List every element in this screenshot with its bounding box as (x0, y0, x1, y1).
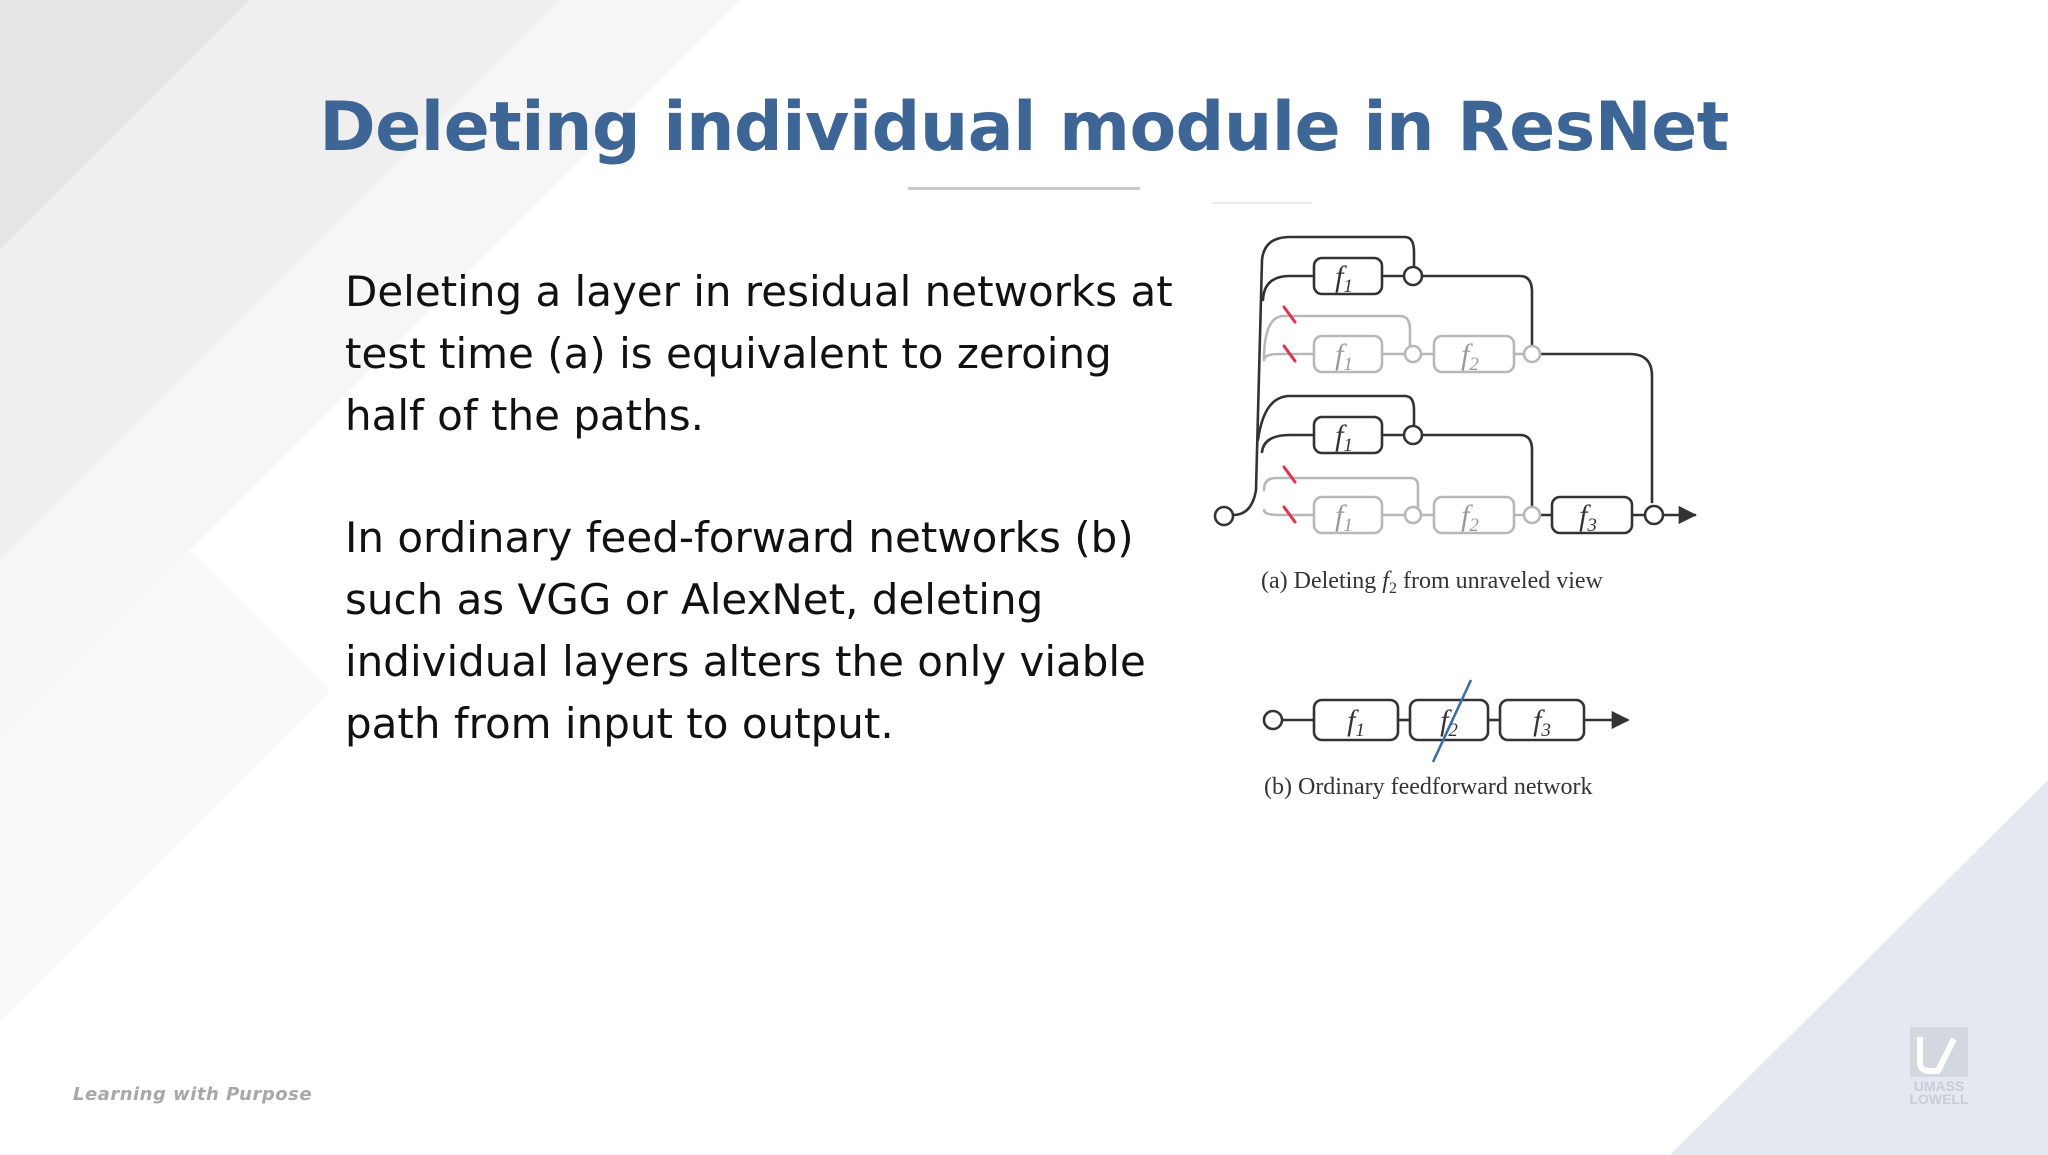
umass-lowell-logo: UMASS LOWELL (1909, 1027, 1969, 1105)
caption-b: (b) Ordinary feedforward network (1264, 774, 1593, 800)
resnet-unraveled-figure: f1 f1 f2 f1 f1 f2 f3 (a) Deleting f2 fro… (1213, 235, 1697, 800)
sum-node-faded (1522, 505, 1542, 525)
sum-node (1402, 265, 1424, 287)
paragraph-feedforward: In ordinary feed-forward networks (b) su… (345, 513, 1146, 748)
footer-tagline: Learning with Purpose (73, 1084, 313, 1105)
ff-f2-box (1408, 698, 1490, 742)
module-f1-box-faded (1312, 334, 1384, 374)
module-f1-box-faded (1312, 495, 1384, 535)
input-node (1213, 505, 1235, 527)
ff-input-node (1262, 709, 1284, 731)
cut-marks (1282, 305, 1297, 524)
slide-title: Deleting individual module in ResNet (319, 88, 1729, 167)
svg-text:UMASS: UMASS (1914, 1078, 1965, 1094)
ff-f1-box (1312, 698, 1400, 742)
module-f1-box (1312, 256, 1384, 296)
svg-text:LOWELL: LOWELL (1909, 1091, 1969, 1105)
paragraph-residual: Deleting a layer in residual networks at… (345, 267, 1173, 440)
module-f2-box-faded (1432, 495, 1516, 535)
module-f1-box (1312, 415, 1384, 455)
module-f3-box (1550, 495, 1634, 535)
title-underline (908, 187, 1140, 190)
sum-node-faded (1403, 505, 1423, 525)
active-paths (1231, 235, 1697, 525)
sum-node-faded (1403, 344, 1423, 364)
sum-node-faded (1522, 344, 1542, 364)
ff-f3-box (1498, 698, 1586, 742)
caption-a: (a) Deleting f2 from unraveled view (1261, 568, 1604, 597)
module-f2-box-faded (1432, 334, 1516, 374)
strike-through-f2 (1431, 679, 1473, 763)
output-node (1643, 504, 1665, 526)
title-underline-faint (1212, 202, 1312, 204)
sum-node (1402, 424, 1424, 446)
